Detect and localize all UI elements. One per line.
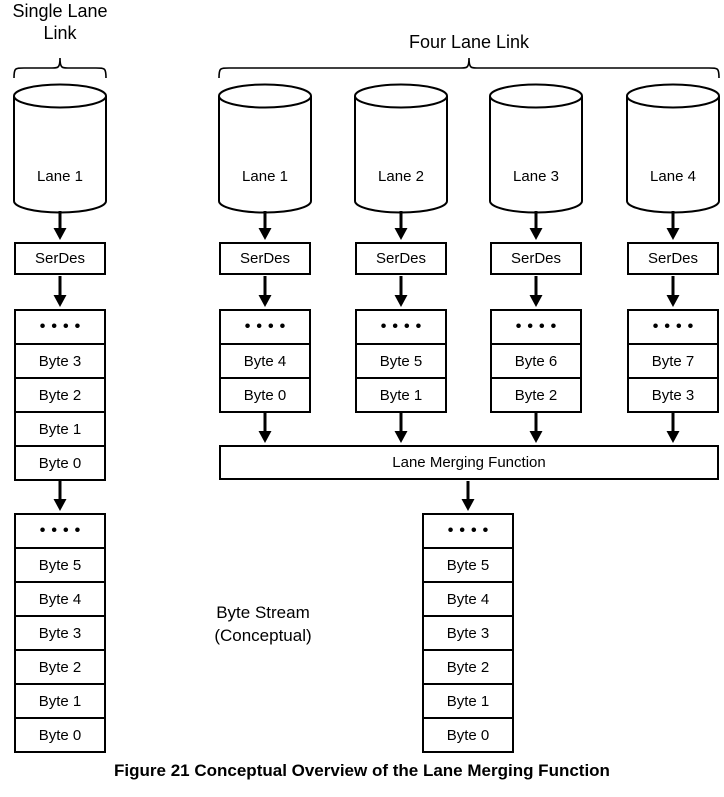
ellipsis-dots-icon: •••• [447, 522, 495, 539]
four-lane-stack-4: •••• Byte 7 Byte 3 [627, 309, 719, 413]
stack-row: Byte 2 [16, 649, 104, 683]
single-lane-serdes-box: SerDes [14, 242, 106, 275]
stack-row: •••• [357, 311, 445, 343]
single-lane-byte-stream-stack: •••• Byte 5 Byte 4 Byte 3 Byte 2 Byte 1 … [14, 513, 106, 753]
lane-merging-function-box: Lane Merging Function [219, 445, 719, 480]
stack-row: Byte 5 [357, 343, 445, 377]
stack-row: •••• [424, 515, 512, 547]
stack-row: •••• [629, 311, 717, 343]
stack-row: •••• [221, 311, 309, 343]
four-lane-cylinder-label-2: Lane 2 [378, 168, 424, 185]
stack-row: Byte 1 [16, 683, 104, 717]
four-lane-stack-2: •••• Byte 5 Byte 1 [355, 309, 447, 413]
stack-row: Byte 2 [16, 377, 104, 411]
stack-row: Byte 0 [424, 717, 512, 751]
four-lane-serdes-box-1: SerDes [219, 242, 311, 275]
stack-row: Byte 2 [492, 377, 580, 411]
four-lane-stack-1: •••• Byte 4 Byte 0 [219, 309, 311, 413]
arrow [53, 211, 680, 240]
single-lane-input-stack: •••• Byte 3 Byte 2 Byte 1 Byte 0 [14, 309, 106, 481]
single-lane-title: Single Lane Link [12, 1, 108, 43]
stack-row: Byte 7 [629, 343, 717, 377]
arrow [461, 481, 475, 511]
stack-row: •••• [16, 311, 104, 343]
four-lane-serdes-box-3: SerDes [490, 242, 582, 275]
arrow [258, 412, 680, 443]
stack-row: Byte 0 [221, 377, 309, 411]
four-lane-cylinder-1 [218, 83, 312, 214]
figure-caption: Figure 21 Conceptual Overview of the Lan… [114, 761, 610, 780]
four-lane-cylinder-label-4: Lane 4 [650, 168, 696, 185]
arrow [53, 276, 680, 307]
ellipsis-dots-icon: •••• [515, 318, 563, 335]
stack-row: Byte 1 [357, 377, 445, 411]
four-lane-serdes-box-4: SerDes [627, 242, 719, 275]
stack-row: Byte 1 [16, 411, 104, 445]
four-lane-cylinder-label-3: Lane 3 [513, 168, 559, 185]
stack-row: Byte 5 [16, 547, 104, 581]
stack-row: Byte 1 [424, 683, 512, 717]
four-lane-byte-stream-stack: •••• Byte 5 Byte 4 Byte 3 Byte 2 Byte 1 … [422, 513, 514, 753]
stack-row: •••• [492, 311, 580, 343]
four-lane-cylinder-4 [626, 83, 720, 214]
ellipsis-dots-icon: •••• [39, 318, 87, 335]
stack-row: Byte 6 [492, 343, 580, 377]
stack-row: Byte 3 [16, 343, 104, 377]
four-lane-cylinder-label-1: Lane 1 [242, 168, 288, 185]
stack-row: Byte 4 [221, 343, 309, 377]
ellipsis-dots-icon: •••• [39, 522, 87, 539]
four-lane-stack-3: •••• Byte 6 Byte 2 [490, 309, 582, 413]
stack-row: Byte 4 [424, 581, 512, 615]
single-lane-cylinder-label: Lane 1 [37, 168, 83, 185]
single-lane-brace [13, 57, 107, 79]
arrow [53, 480, 67, 511]
stack-row: Byte 3 [629, 377, 717, 411]
stack-row: Byte 0 [16, 445, 104, 479]
stack-row: Byte 3 [16, 615, 104, 649]
four-lane-brace [218, 57, 720, 79]
ellipsis-dots-icon: •••• [244, 318, 292, 335]
four-lane-serdes-box-2: SerDes [355, 242, 447, 275]
stack-row: Byte 3 [424, 615, 512, 649]
stack-row: Byte 2 [424, 649, 512, 683]
four-lane-cylinder-2 [354, 83, 448, 214]
stack-row: •••• [16, 515, 104, 547]
stack-row: Byte 4 [16, 581, 104, 615]
ellipsis-dots-icon: •••• [380, 318, 428, 335]
ellipsis-dots-icon: •••• [652, 318, 700, 335]
four-lane-cylinder-3 [489, 83, 583, 214]
stack-row: Byte 5 [424, 547, 512, 581]
stack-row: Byte 0 [16, 717, 104, 751]
single-lane-cylinder [13, 83, 107, 214]
four-lane-title: Four Lane Link [408, 32, 530, 52]
byte-stream-annotation: Byte Stream (Conceptual) [214, 603, 312, 645]
